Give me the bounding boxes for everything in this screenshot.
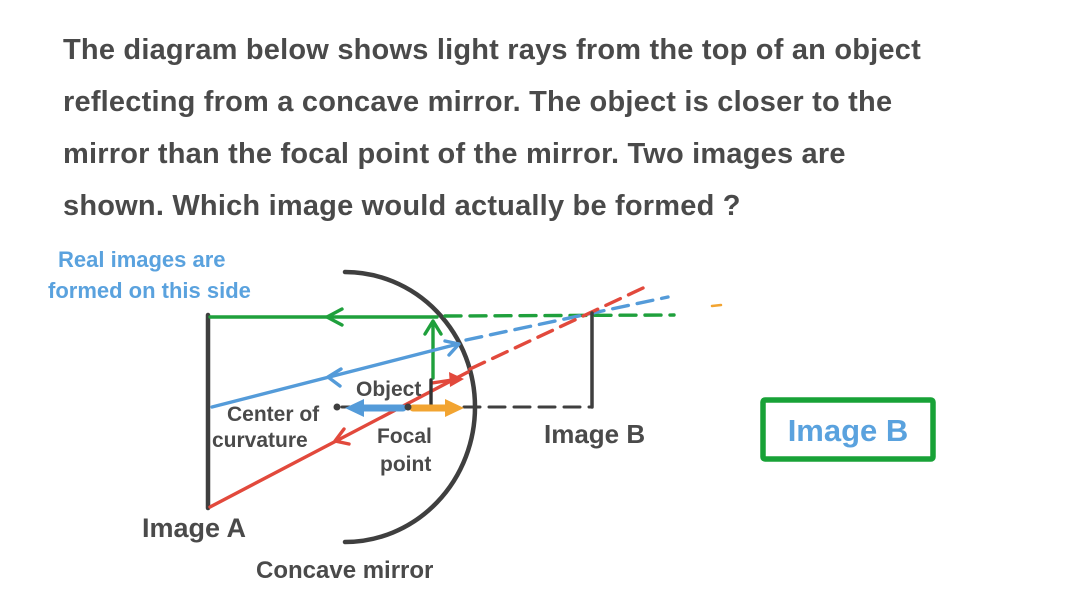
answer-choice-image-b[interactable]: Image B <box>760 397 936 462</box>
orange-axis-arrow-head <box>445 399 464 417</box>
answer-label: Image B <box>788 413 909 448</box>
question-line-2: reflecting from a concave mirror. The ob… <box>63 86 893 118</box>
center-of-curvature-label-line1: Center of <box>227 403 320 426</box>
red-ray-extension-dashed <box>468 286 645 371</box>
red-ray-reflected <box>208 370 470 509</box>
center-of-curvature-dot <box>333 403 341 411</box>
image-a-label: Image A <box>142 513 246 543</box>
blue-axis-arrow-head <box>345 399 364 417</box>
object-label: Object <box>356 378 421 401</box>
focal-point-label-line1: Focal <box>377 425 432 448</box>
blue-ray-left-arrowhead <box>326 367 343 388</box>
question-line-3: mirror than the focal point of the mirro… <box>63 138 846 170</box>
red-ray-incident <box>430 378 454 385</box>
question-line-1: The diagram below shows light rays from … <box>63 34 921 66</box>
center-of-curvature-label-line2: curvature <box>212 429 308 452</box>
question-line-4: shown. Which image would actually be for… <box>63 190 741 222</box>
red-ray-incident-arrowhead <box>449 372 464 387</box>
real-images-note-line2: formed on this side <box>48 278 251 303</box>
real-images-note-line1: Real images are <box>58 247 226 272</box>
answer-box-border <box>760 397 936 462</box>
blue-ray-mirror-arrowhead <box>443 339 461 357</box>
green-ray-extension-dashed <box>443 313 676 318</box>
blue-ray <box>210 342 460 409</box>
focal-point-dot <box>404 403 412 411</box>
green-ray-left-arrowhead <box>325 307 344 327</box>
blue-ray-extension-dashed <box>464 295 670 342</box>
image-b-label: Image B <box>544 419 645 449</box>
green-ray-up-arrowhead <box>423 319 443 336</box>
orange-stray-dash <box>710 303 723 308</box>
red-ray-left-arrowhead <box>333 427 351 446</box>
question-text: The diagram below shows light rays from … <box>63 24 921 232</box>
concave-mirror-label: Concave mirror <box>256 557 433 584</box>
focal-point-label-line2: point <box>380 453 431 476</box>
